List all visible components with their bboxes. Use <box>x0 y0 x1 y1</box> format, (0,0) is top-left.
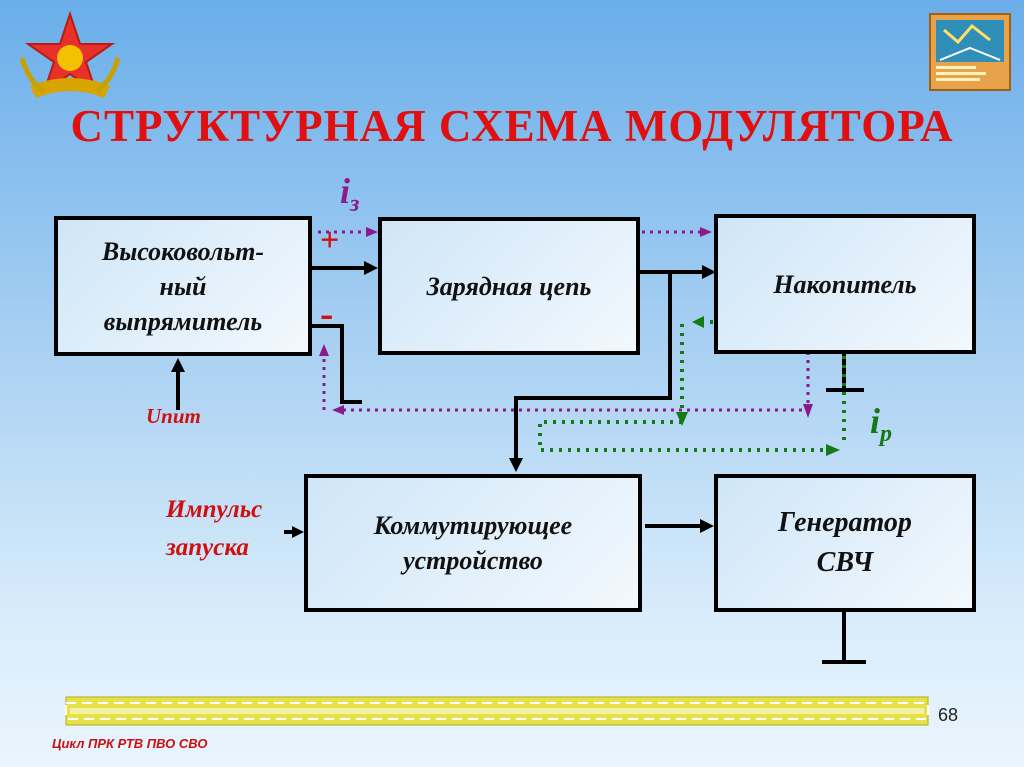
block-rectifier: Высоковольт- ный выпрямитель <box>54 216 312 356</box>
charge-current-label: iз <box>340 171 360 218</box>
page-title: СТРУКТУРНАЯ СХЕМА МОДУЛЯТОРА <box>70 101 954 151</box>
block-charging-circuit: Зарядная цепь <box>378 217 640 355</box>
block-switching-device: Коммутирующее устройство <box>304 474 642 612</box>
footer-text: Цикл ПРК РТВ ПВО СВО <box>52 736 208 751</box>
trigger-pulse-label-line1: Импульс <box>166 496 263 523</box>
ornament-band <box>65 696 929 726</box>
minus-sign: - <box>320 291 334 336</box>
discharge-current-label: ip <box>870 401 893 448</box>
supply-voltage-label: Uпит <box>146 404 201 428</box>
block-microwave-generator: Генератор СВЧ <box>714 474 976 612</box>
book-logo-icon <box>929 13 1011 91</box>
star-emblem-icon <box>19 10 121 98</box>
trigger-pulse-label-line2: запуска <box>166 534 249 561</box>
block-storage: Накопитель <box>714 214 976 354</box>
plus-sign: + <box>320 222 340 259</box>
page-number: 68 <box>938 705 959 725</box>
